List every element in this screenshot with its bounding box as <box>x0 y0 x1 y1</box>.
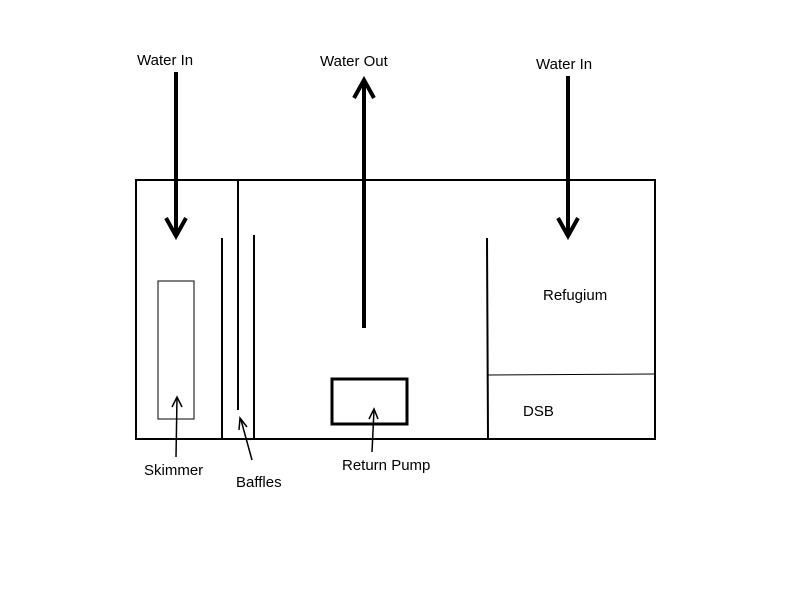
water-in-left-arrow <box>164 72 188 241</box>
label-refugium: Refugium <box>543 287 607 304</box>
label-baffles: Baffles <box>236 474 282 491</box>
water-out-arrow <box>352 75 376 328</box>
return-pump-box <box>330 377 409 426</box>
label-water-out: Water Out <box>320 53 389 70</box>
label-water-in-left: Water In <box>137 52 193 69</box>
label-dsb: DSB <box>523 403 554 420</box>
label-water-in-right: Water In <box>536 56 592 73</box>
label-skimmer: Skimmer <box>144 462 203 479</box>
skimmer-pointer-arrow <box>171 395 183 458</box>
dsb-divider <box>487 373 656 376</box>
label-return-pump: Return Pump <box>342 457 430 474</box>
return-pump-pointer-arrow <box>368 407 379 453</box>
refugium-divider <box>486 237 489 440</box>
water-in-right-arrow <box>556 76 580 241</box>
baffles-pointer-arrow <box>238 416 253 461</box>
sump-tank <box>135 179 656 440</box>
